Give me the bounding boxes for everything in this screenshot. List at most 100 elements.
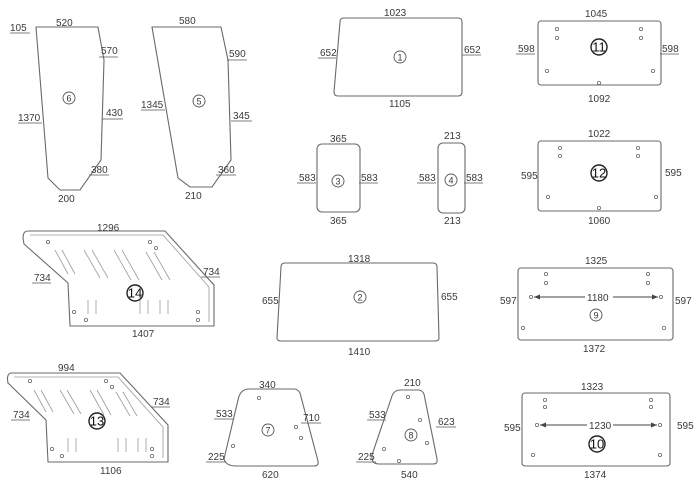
part-8-dim-top: 210 xyxy=(404,378,421,389)
part-11-number: 11 xyxy=(592,40,606,55)
part-12-hole xyxy=(636,153,641,158)
part-13-dim-left: 734 xyxy=(13,410,30,421)
part-11-dim-top: 1045 xyxy=(585,9,608,20)
part-14-dim-top: 1296 xyxy=(97,223,120,234)
part-3: 3 365 583 583 365 xyxy=(297,134,378,227)
part-8-hole xyxy=(396,458,401,463)
part-12-hole xyxy=(558,145,563,150)
part-9-dim-span: 1180 xyxy=(587,293,609,304)
part-9-number: 9 xyxy=(593,311,598,321)
part-1-number: 1 xyxy=(397,53,402,63)
part-8-marker xyxy=(404,428,418,442)
part-9-hole xyxy=(646,271,651,276)
part-13-inner-edge xyxy=(14,376,164,458)
part-14-hole xyxy=(147,239,152,244)
part-6-dim-right-upper: 570 xyxy=(101,46,118,57)
part-10-hole xyxy=(535,422,540,427)
part-11-hole xyxy=(651,69,656,74)
part-10-marker xyxy=(588,435,606,453)
part-4: 4 213 583 583 213 xyxy=(417,131,483,227)
part-1-dim-bottom: 1105 xyxy=(389,99,411,110)
part-10-hole xyxy=(531,452,536,457)
part-14-hole xyxy=(46,239,51,244)
part-9-dim-top: 1325 xyxy=(585,256,608,267)
part-4-dim-left: 583 xyxy=(419,173,436,184)
part-12-dim-right: 595 xyxy=(665,168,682,179)
part-13-hole xyxy=(149,446,154,451)
part-6-marker xyxy=(62,91,76,105)
part-14-number: 14 xyxy=(128,286,142,301)
part-13-hatching xyxy=(33,389,147,452)
part-3-dim-top: 365 xyxy=(330,134,347,145)
part-8-hole xyxy=(405,394,410,399)
part-9-hole xyxy=(529,294,534,299)
part-9-dim-right: 597 xyxy=(675,296,692,307)
part-14-inner-edge xyxy=(30,234,210,322)
part-12-dim-top: 1022 xyxy=(588,129,611,140)
part-10-hole xyxy=(543,397,548,402)
part-2-marker xyxy=(353,290,367,304)
part-11-hole xyxy=(639,26,644,31)
part-1-dim-top: 1023 xyxy=(384,8,407,19)
part-8-dim-corner: 225 xyxy=(358,452,375,463)
part-11-dim-left: 598 xyxy=(518,44,535,55)
part-6-dim-corner: 105 xyxy=(10,23,27,34)
part-14-hole xyxy=(195,309,200,314)
part-10-dim-right: 595 xyxy=(677,421,694,432)
part-11-dim-right: 598 xyxy=(662,44,679,55)
part-2: 2 1318 655 655 1410 xyxy=(262,254,458,358)
part-8-dim-bottom: 540 xyxy=(401,470,418,481)
part-14-dim-left: 734 xyxy=(34,273,51,284)
part-3-number: 3 xyxy=(335,177,340,187)
part-3-dim-left: 583 xyxy=(299,173,316,184)
part-8-hole xyxy=(424,440,429,445)
part-4-dim-bottom: 213 xyxy=(444,216,461,227)
part-12-hole xyxy=(597,205,602,210)
part-7-hole xyxy=(230,443,235,448)
part-11-hole xyxy=(555,26,560,31)
part-5-dim-right-mid: 345 xyxy=(233,111,250,122)
part-11-hole xyxy=(555,36,560,41)
part-10-hole xyxy=(649,404,654,409)
part-7: 7 340 533 710 225 620 xyxy=(206,380,321,481)
part-11-marker xyxy=(590,38,608,56)
part-2-dim-top: 1318 xyxy=(348,254,371,265)
part-7-number: 7 xyxy=(265,426,270,436)
part-6-dim-bottom: 200 xyxy=(58,194,75,205)
part-5-dim-bottom: 210 xyxy=(185,191,202,202)
part-5-dim-left: 1345 xyxy=(141,100,164,111)
part-7-dim-left: 533 xyxy=(216,409,233,420)
part-4-marker xyxy=(444,173,458,187)
part-13-hole xyxy=(50,446,55,451)
part-9-arrowhead-right xyxy=(652,294,658,300)
part-11-hole xyxy=(639,36,644,41)
part-12-hole xyxy=(558,153,563,158)
part-10-outline xyxy=(521,392,671,467)
part-6-dim-top: 520 xyxy=(56,18,73,29)
part-9-hole xyxy=(662,325,667,330)
part-12-dim-left: 595 xyxy=(521,171,538,182)
part-10-hole xyxy=(543,404,548,409)
part-11-dim-bottom: 1092 xyxy=(588,94,611,105)
part-6-number: 6 xyxy=(66,94,71,104)
part-10-dim-span: 1230 xyxy=(589,421,612,432)
part-6: 6 105 520 570 1370 430 380 200 xyxy=(10,18,123,205)
part-14-hole xyxy=(72,309,77,314)
part-12-marker xyxy=(590,164,608,182)
part-1: 1 1023 652 652 1105 xyxy=(318,8,481,110)
part-14-dim-bottom: 1407 xyxy=(132,329,155,340)
part-14-hole xyxy=(153,245,158,250)
part-11-hole xyxy=(545,69,550,74)
part-10-arrowhead-right xyxy=(651,422,657,428)
part-9-arrowhead-left xyxy=(534,294,540,300)
part-3-dim-bottom: 365 xyxy=(330,216,347,227)
part-10-arrowhead-left xyxy=(540,422,546,428)
part-5-dim-right-lower: 360 xyxy=(218,165,235,176)
part-7-dim-top: 340 xyxy=(259,380,276,391)
part-6-dim-left: 1370 xyxy=(18,113,41,124)
part-14-dim-right: 734 xyxy=(203,267,220,278)
part-10-dim-bottom: 1374 xyxy=(584,470,607,481)
part-1-marker xyxy=(393,50,407,64)
part-7-marker xyxy=(261,423,275,437)
